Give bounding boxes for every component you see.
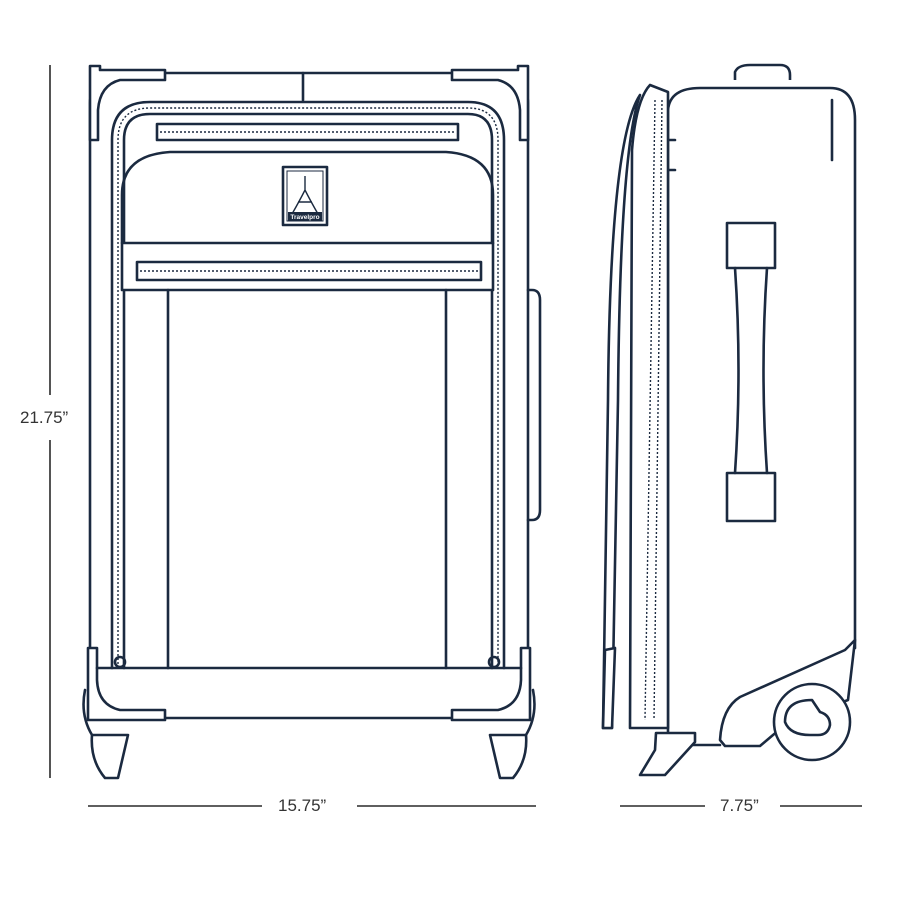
corner-guard-bl xyxy=(86,646,167,722)
travelpro-logo: Travelpro xyxy=(281,165,329,227)
dimension-lines xyxy=(49,65,862,807)
corner-guard-tr xyxy=(450,64,530,142)
corner-guard-br xyxy=(450,646,532,722)
corner-guard-tl xyxy=(88,64,167,142)
foot-right xyxy=(488,733,528,780)
width-dimension-label: 15.75” xyxy=(274,796,331,816)
foot-left xyxy=(90,733,130,780)
side-handle xyxy=(526,288,542,522)
side-view xyxy=(601,63,857,777)
height-dimension-label: 21.75” xyxy=(16,408,73,428)
depth-dimension-label: 7.75” xyxy=(716,796,763,816)
top-handle xyxy=(733,63,792,80)
stabilizer-foot xyxy=(638,731,697,777)
front-view: Travelpro xyxy=(82,64,542,780)
brand-logo-text: Travelpro xyxy=(290,214,319,221)
